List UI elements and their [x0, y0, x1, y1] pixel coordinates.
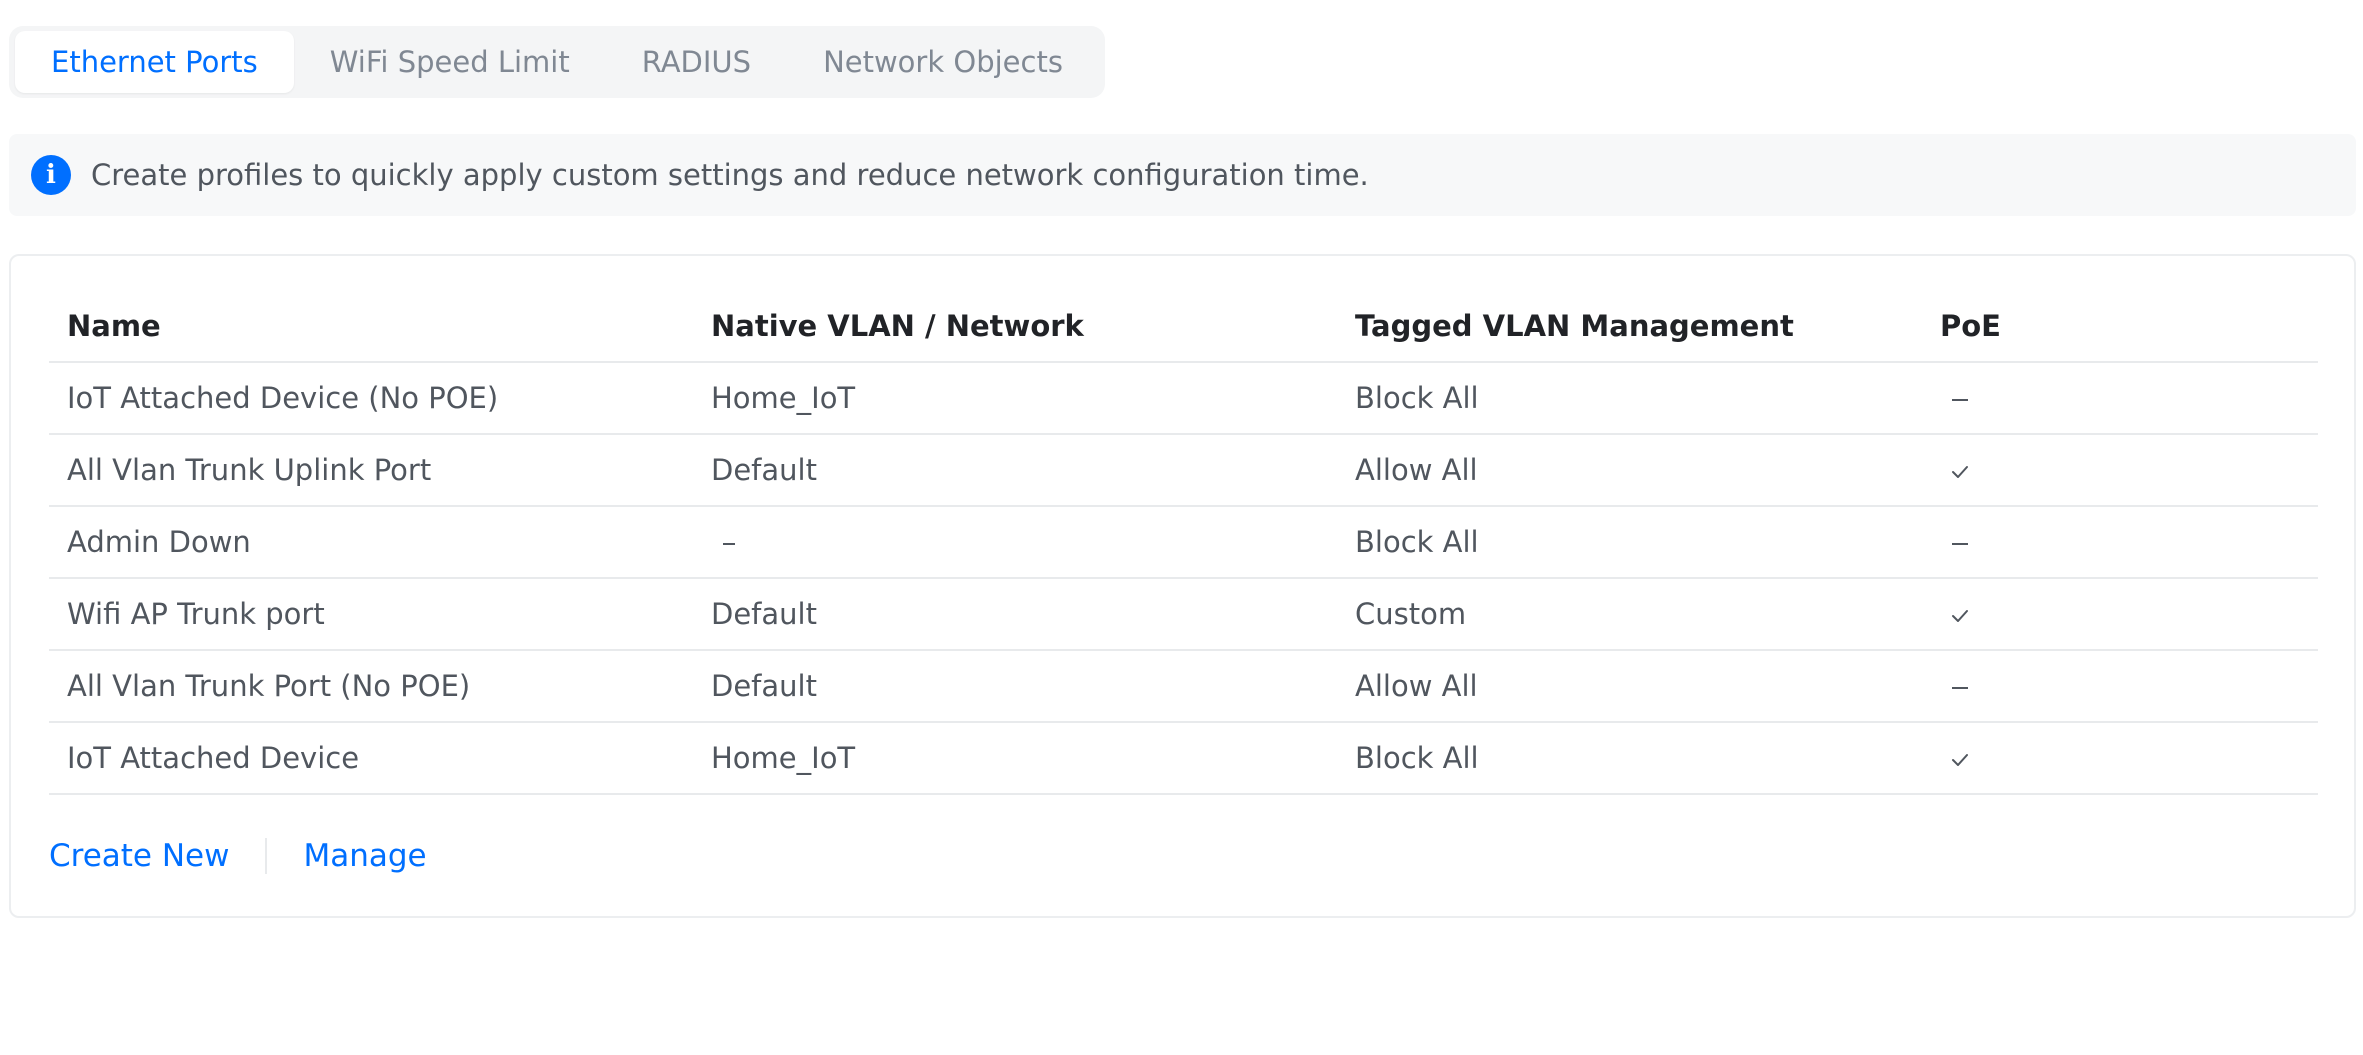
table-row[interactable]: All Vlan Trunk Port (No POE) Default All…: [49, 650, 2318, 723]
column-header-native-vlan[interactable]: Native VLAN / Network: [693, 290, 1337, 363]
cell-native-vlan: Home_IoT: [693, 362, 1337, 435]
check-icon: [1952, 610, 1968, 622]
actions-divider: [265, 838, 268, 874]
cell-tagged-vlan: Custom: [1337, 578, 1922, 651]
table-row[interactable]: IoT Attached Device Home_IoT Block All: [49, 722, 2318, 795]
cell-tagged-vlan: Block All: [1337, 362, 1922, 435]
tab-ethernet-ports[interactable]: Ethernet Ports: [15, 31, 294, 93]
cell-poe: [1922, 722, 2318, 795]
create-new-button[interactable]: Create New: [49, 838, 230, 874]
cell-native-vlan: Default: [693, 650, 1337, 723]
cell-poe: [1922, 362, 2318, 435]
cell-tagged-vlan: Block All: [1337, 722, 1922, 795]
cell-poe: [1922, 578, 2318, 651]
cell-poe: [1922, 506, 2318, 579]
table-row[interactable]: Admin Down Block All: [49, 506, 2318, 579]
empty-value-dash: [723, 543, 735, 545]
column-header-tagged-vlan[interactable]: Tagged VLAN Management: [1337, 290, 1922, 363]
table-actions: Create New Manage: [49, 831, 427, 881]
profile-tabs: Ethernet Ports WiFi Speed Limit RADIUS N…: [9, 26, 1105, 98]
table-row[interactable]: All Vlan Trunk Uplink Port Default Allow…: [49, 434, 2318, 507]
cell-name: All Vlan Trunk Port (No POE): [49, 650, 693, 723]
cell-name: Wifi AP Trunk port: [49, 578, 693, 651]
info-icon: i: [31, 155, 71, 195]
cell-native-vlan: [693, 506, 1337, 579]
check-icon: [1952, 466, 1968, 478]
check-icon: [1952, 754, 1968, 766]
profiles-card: Name Native VLAN / Network Tagged VLAN M…: [9, 254, 2356, 918]
table-row[interactable]: Wifi AP Trunk port Default Custom: [49, 578, 2318, 651]
info-banner-text: Create profiles to quickly apply custom …: [91, 158, 1369, 192]
profiles-table: Name Native VLAN / Network Tagged VLAN M…: [49, 290, 2318, 795]
tab-network-objects[interactable]: Network Objects: [823, 45, 1063, 79]
no-poe-dash: [1952, 399, 1968, 401]
cell-native-vlan: Default: [693, 434, 1337, 507]
cell-native-vlan: Home_IoT: [693, 722, 1337, 795]
cell-poe: [1922, 434, 2318, 507]
tab-radius[interactable]: RADIUS: [641, 45, 752, 79]
cell-name: All Vlan Trunk Uplink Port: [49, 434, 693, 507]
cell-native-vlan: Default: [693, 578, 1337, 651]
cell-name: IoT Attached Device: [49, 722, 693, 795]
cell-tagged-vlan: Allow All: [1337, 434, 1922, 507]
info-banner: i Create profiles to quickly apply custo…: [9, 134, 2356, 216]
cell-tagged-vlan: Block All: [1337, 506, 1922, 579]
cell-poe: [1922, 650, 2318, 723]
column-header-name[interactable]: Name: [49, 290, 693, 363]
cell-tagged-vlan: Allow All: [1337, 650, 1922, 723]
profiles-table-body: IoT Attached Device (No POE) Home_IoT Bl…: [49, 362, 2318, 795]
table-header-row: Name Native VLAN / Network Tagged VLAN M…: [49, 290, 2318, 363]
no-poe-dash: [1952, 543, 1968, 545]
no-poe-dash: [1952, 687, 1968, 689]
column-header-poe[interactable]: PoE: [1922, 290, 2318, 363]
cell-name: IoT Attached Device (No POE): [49, 362, 693, 435]
tab-wifi-speed-limit[interactable]: WiFi Speed Limit: [329, 45, 570, 79]
table-row[interactable]: IoT Attached Device (No POE) Home_IoT Bl…: [49, 362, 2318, 435]
cell-name: Admin Down: [49, 506, 693, 579]
manage-button[interactable]: Manage: [303, 838, 427, 874]
